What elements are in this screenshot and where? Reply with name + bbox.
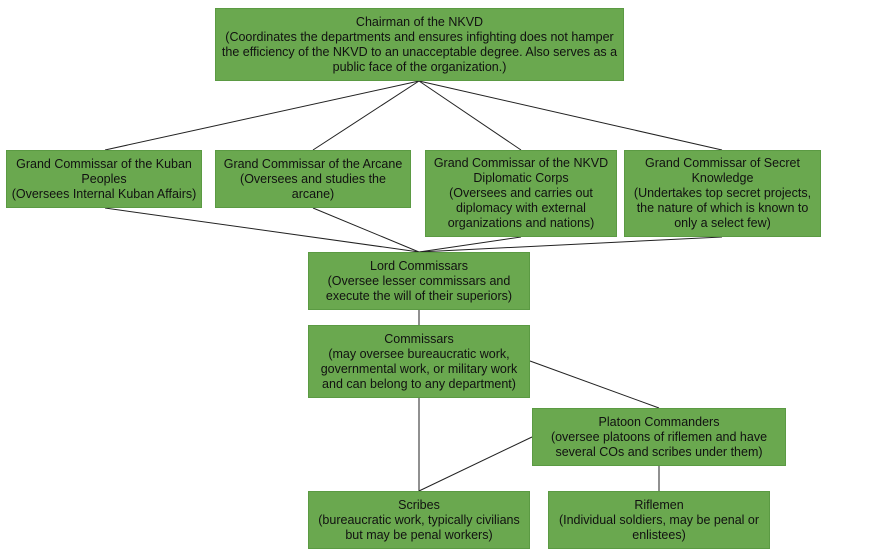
node-riflemen[interactable]: Riflemen (Individual soldiers, may be pe… [548,491,770,549]
node-title: Scribes [398,497,440,512]
node-grand-commissar-secret[interactable]: Grand Commissar of Secret Knowledge (Und… [624,150,821,237]
node-title: Grand Commissar of the Arcane [223,156,403,171]
node-grand-commissar-kuban[interactable]: Grand Commissar of the Kuban Peoples (Ov… [6,150,202,208]
node-commissars[interactable]: Commissars (may oversee bureaucratic wor… [308,325,530,398]
node-description: (may oversee bureaucratic work, governme… [320,346,518,391]
link-commissars-platoon [529,360,660,409]
node-description: (bureaucratic work, typically civilians … [318,512,520,542]
link-chairman-diplomatic [418,80,522,151]
node-description: (Oversees and studies the arcane) [240,171,386,201]
node-grand-commissar-arcane[interactable]: Grand Commissar of the Arcane (Oversees … [215,150,411,208]
node-description: (oversee platoons of riflemen and have s… [550,429,768,459]
node-title: Riflemen [634,497,684,512]
node-platoon-commanders[interactable]: Platoon Commanders (oversee platoons of … [532,408,786,466]
node-title: Grand Commissar of Secret Knowledge [645,156,800,185]
node-title: Grand Commissar of the NKVD Diplomatic C… [433,156,609,185]
link-diplomatic-lord [418,236,522,253]
node-chairman[interactable]: Chairman of the NKVD (Coordinates the de… [215,8,624,81]
node-description: (Individual soldiers, may be penal or en… [558,512,760,542]
node-title: Commissars [384,331,454,346]
link-platoon-scribes [418,436,533,492]
node-title: Platoon Commanders [598,414,720,429]
node-grand-commissar-diplomatic[interactable]: Grand Commissar of the NKVD Diplomatic C… [425,150,617,237]
link-chairman-secret [418,80,723,151]
node-description: (Oversee lesser commissars and execute t… [325,273,513,303]
link-kuban-lord [104,207,420,253]
node-title: Lord Commissars [370,258,468,273]
link-chairman-kuban [104,80,420,151]
node-scribes[interactable]: Scribes (bureaucratic work, typically ci… [308,491,530,549]
link-secret-lord [418,236,723,253]
node-description: (Coordinates the departments and ensures… [221,29,618,74]
link-arcane-lord [312,207,420,253]
node-title: Grand Commissar of the Kuban Peoples [16,156,192,186]
link-chairman-arcane [312,80,420,151]
node-description: (Undertakes top secret projects, the nat… [633,186,812,230]
node-title: Chairman of the NKVD [355,14,484,29]
node-description: (Oversees and carries out diplomacy with… [447,186,595,230]
node-lord-commissars[interactable]: Lord Commissars (Oversee lesser commissa… [308,252,530,310]
node-description: (Oversees Internal Kuban Affairs) [11,186,197,201]
